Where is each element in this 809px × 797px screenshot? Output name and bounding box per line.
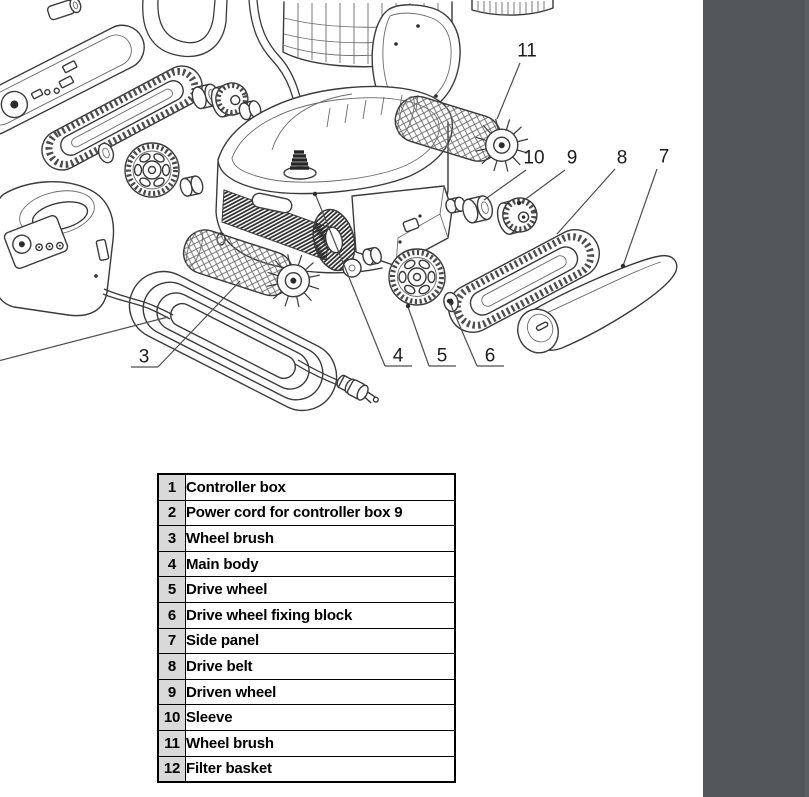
part-name-cell: Power cord for controller box 9 [185,499,456,527]
part-number-cell: 2 [157,499,186,527]
callout-5: 5 [437,346,448,367]
leader-lines [0,62,658,368]
table-row: 3 Wheel brush [157,525,456,552]
table-row: 7 Side panel [157,627,456,655]
part-name-cell: Driven wheel [185,678,456,706]
part-name-cell: Filter basket [185,755,456,783]
callout-6: 6 [485,346,496,367]
cord-tail-2 [294,363,341,387]
callout-11: 11 [517,41,537,62]
driven-wheel-9-part [496,197,538,235]
part-number-cell: 10 [157,704,186,731]
table-row: 11 Wheel brush [157,729,456,757]
part-name-cell: Controller box [185,473,456,501]
power-cord-coil-part [128,270,338,412]
table-row: 6 Drive wheel fixing block [157,601,456,629]
left-side-panel-part [0,24,145,136]
sleeve-10-part [462,195,494,224]
wheel-brush-11-part [394,95,529,172]
callout-3: 3 [139,347,150,368]
part-name-cell: Drive wheel fixing block [185,601,456,629]
part-number-cell: 4 [157,550,186,578]
part-name-cell: Side panel [185,627,456,655]
part-number-cell: 8 [157,653,186,680]
left-track-belt-part [41,65,203,171]
viewer-background-edge [805,0,809,797]
drive-wheel-5-part [388,248,446,306]
power-plug-part [336,374,379,404]
part-name-cell: Drive wheel [185,576,456,603]
parts-table: 1 Controller box 2 Power cord for contro… [157,473,456,784]
part-number-cell: 11 [157,729,186,757]
exploded-parts-diagram: 3 4 5 6 7 8 9 10 11 [0,0,678,412]
viewer-background-panel [703,0,809,797]
callout-7: 7 [659,147,670,168]
wheel-brush-3-part [182,229,320,308]
part-name-cell: Drive belt [185,653,456,680]
part-number-cell: 6 [157,601,186,629]
cable-gland-part [283,150,317,180]
table-row: 10 Sleeve [157,704,456,731]
part-number-cell: 3 [157,525,186,552]
callout-4: 4 [393,346,404,367]
controller-box-part [0,181,174,320]
part-number-cell: 7 [157,627,186,655]
part-name-cell: Main body [185,550,456,578]
callout-8: 8 [617,148,628,169]
basket-top-part [471,0,554,16]
table-row: 8 Drive belt [157,653,456,680]
side-panel-7-part [517,254,678,354]
table-row: 9 Driven wheel [157,678,456,706]
part-number-cell: 5 [157,576,186,603]
part-name-cell: Sleeve [185,704,456,731]
table-row: 1 Controller box [157,473,456,501]
part-name-cell: Wheel brush [185,525,456,552]
callout-10: 10 [523,148,544,169]
part-number-cell: 1 [157,473,186,501]
callout-9: 9 [567,148,578,169]
left-stub-sleeve-part [238,100,262,121]
left-drive-wheel-part [124,142,180,198]
part-number-cell: 12 [157,755,186,783]
axle-pin-part [46,0,82,21]
table-row: 5 Drive wheel [157,576,456,603]
table-row: 4 Main body [157,550,456,578]
table-row: 2 Power cord for controller box 9 [157,499,456,527]
left-gear-stub-part [179,175,204,197]
table-row: 12 Filter basket [157,755,456,783]
track-link-part [97,142,115,164]
part-number-cell: 9 [157,678,186,706]
part-name-cell: Wheel brush [185,729,456,757]
